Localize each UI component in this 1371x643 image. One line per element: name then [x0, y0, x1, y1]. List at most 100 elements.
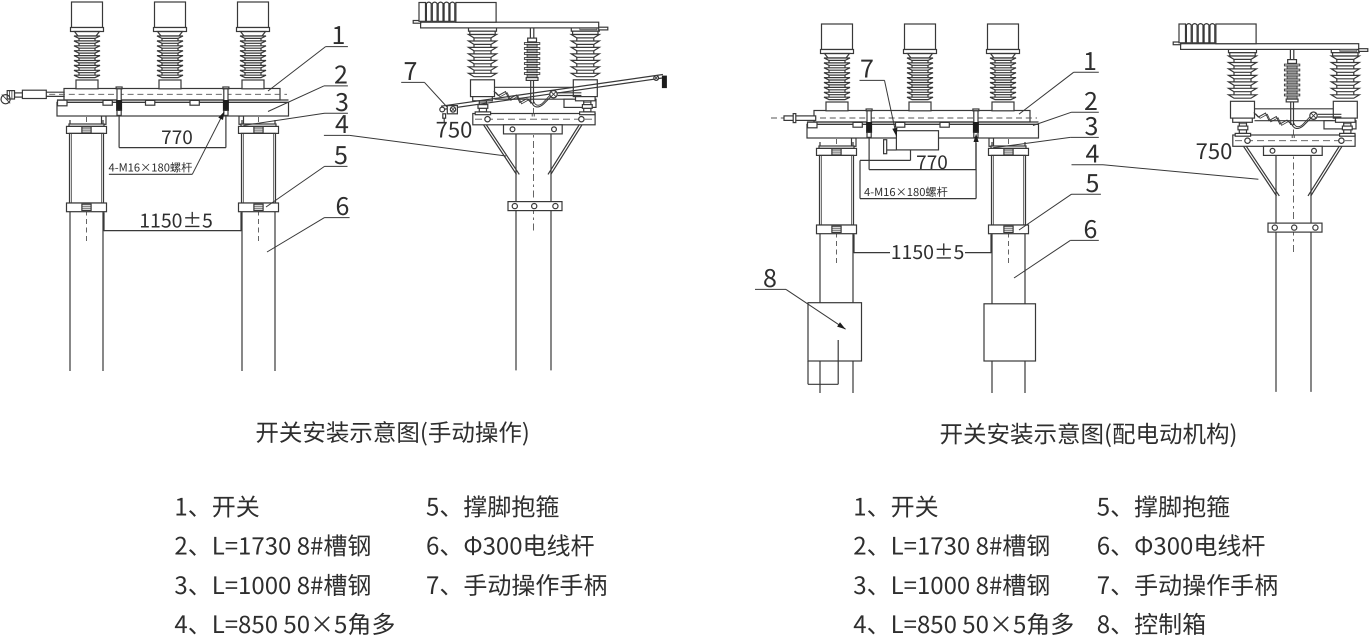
pole-with-clamp-rect [253, 203, 264, 211]
leader-arrowhead [837, 322, 846, 330]
insulator-side-path [466, 40, 499, 45]
insulator-bushing-path [906, 77, 934, 81]
callout-4-right-line [1102, 164, 1259, 180]
insulator-bushing [819, 23, 855, 112]
insulator-side-rect [1334, 117, 1356, 123]
callout-6-left-line [266, 217, 325, 253]
clamp-strip-circle [1269, 147, 1276, 154]
manual-handle-rod-line [450, 107, 456, 112]
callout-8-right: 8 [755, 259, 846, 330]
insulator-operating-rect [1286, 85, 1298, 90]
insulator-bushing [985, 23, 1021, 112]
beam-assembly-rect [806, 121, 818, 129]
top-plate-rect [420, 21, 600, 29]
pole-with-clamp-rect [831, 148, 842, 156]
insulator-bushing-path [989, 57, 1017, 61]
spring-link [1255, 113, 1294, 127]
top-plate-rect [1339, 49, 1358, 52]
dimension-1150: 1150±5 [103, 205, 242, 234]
support-braces-line [1245, 145, 1280, 197]
callout-4-right: 4 [1071, 134, 1259, 180]
callout-5-left-line [265, 165, 325, 208]
legend-left-item-7: 7、手动操作手柄 [426, 566, 607, 601]
insulator-bushing [235, 1, 271, 90]
insulator-bushing-rect [991, 101, 1015, 112]
beam-assembly-rect [56, 99, 68, 107]
insulator-bushing-path [989, 81, 1017, 86]
insulator-side-rect [1232, 117, 1253, 123]
callout-7-left-number: 7 [404, 52, 418, 88]
top-plate-rect [579, 27, 598, 31]
insulator-bushing-path [823, 91, 851, 96]
legend-right-item-5: 5、撑脚抱箍 [1097, 488, 1230, 523]
insulator-side-rect [574, 95, 596, 102]
manual-handle-rod-line [654, 76, 659, 80]
linkage-line [1310, 112, 1317, 119]
mount-bolt-side-rect [1237, 125, 1249, 131]
insulator-side-path [466, 66, 499, 71]
beam-assembly-rect [852, 121, 863, 128]
insulator-side-path [466, 59, 499, 65]
legend-right: 1、开关 2、L=1730 8#槽钢 3、L=1000 8#槽钢 4、L=850… [853, 488, 1278, 641]
legend-left-item-5: 5、撑脚抱箍 [426, 488, 559, 523]
insulator-bushing-path [989, 86, 1017, 91]
callout-6-right: 6 [1013, 210, 1099, 279]
bellows-terminal-path [1203, 23, 1210, 44]
insulator-side [1226, 48, 1259, 123]
legend-left-item-2: 2、L=1730 8#槽钢 [174, 527, 371, 562]
linkage [1253, 111, 1342, 129]
pole-collar-circle [511, 202, 519, 210]
insulator-bushing-rect [825, 101, 849, 112]
insulator-side-path [1329, 68, 1362, 73]
insulator-side-path [569, 59, 602, 65]
insulator-side [466, 27, 499, 102]
insulator-bushing [152, 1, 188, 90]
bellows-terminal-path [443, 1, 450, 22]
callout-7-left-line [424, 82, 448, 108]
insulator-operating-rect [1286, 70, 1298, 75]
beam-assembly-rect [56, 101, 290, 117]
title-right: 开关安装示意图(配电动机构) [940, 416, 1238, 450]
callout-1-right: 1 [1018, 42, 1099, 115]
legend-left-item-1: 1、开关 [174, 488, 259, 523]
top-plate-rect [1180, 43, 1360, 51]
manual-handle-rod-circle [439, 106, 446, 113]
insulator-operating-rect [526, 48, 538, 54]
insulator-bushing-path [989, 67, 1017, 71]
legend-right-item-8: 8、控制箱 [1097, 605, 1206, 640]
support-braces-line [1310, 145, 1343, 197]
clamp-strip-rect [1262, 145, 1323, 157]
insulator-bushing-path [156, 69, 184, 74]
spring-link [495, 91, 534, 105]
support-braces-line [483, 124, 517, 175]
callout-3-right: 3 [992, 107, 1099, 149]
insulator-bushing-path [239, 45, 267, 49]
insulator-bushing-path [823, 77, 851, 81]
linkage [493, 90, 582, 108]
motor-mechanism-rect [895, 130, 940, 151]
callout-4-left: 4 [323, 105, 350, 141]
insulator-bushing-path [73, 35, 101, 39]
insulator-bushing-path [906, 96, 934, 101]
motor-mechanism-rect [883, 139, 888, 155]
insulator-bushing-path [239, 74, 267, 79]
insulator-bushing-rect [70, 1, 104, 29]
insulator-bushing-path [239, 69, 267, 74]
mount-bolt [865, 108, 873, 139]
insulator-side-path [466, 33, 499, 39]
callout-2-left: 2 [267, 56, 348, 112]
insulator-bushing-rect [908, 101, 932, 112]
insulator-operating-rect [1287, 58, 1298, 64]
insulator-side-path [569, 46, 602, 52]
insulator-bushing-rect [903, 23, 937, 51]
operating-handle-rect [13, 92, 24, 98]
callout-5-right-line [1018, 193, 1072, 231]
callout-2-right-number: 2 [1084, 82, 1098, 118]
insulator-bushing-rect [236, 1, 270, 29]
clamp-strip-circle [550, 126, 557, 133]
insulator-operating-rect [1286, 80, 1298, 85]
insulator-bushing-path [989, 62, 1017, 66]
pole-with-clamp-rect [81, 203, 92, 211]
callout-7-right: 7 [859, 50, 898, 137]
